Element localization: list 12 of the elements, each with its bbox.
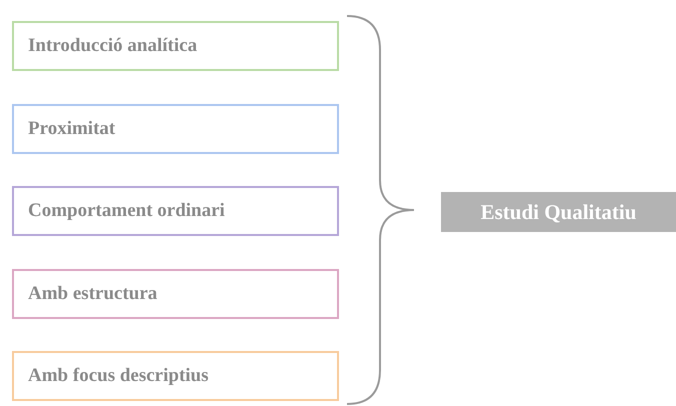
box-label: Amb estructura [28,283,158,305]
category-box [12,351,339,401]
result-box [441,192,676,232]
category-box [12,269,339,319]
box-label: Amb focus descriptius [28,365,209,387]
box-label: Comportament ordinari [28,200,225,222]
box-label: Proximitat [28,118,116,140]
category-box [12,21,339,71]
box-label: Estudi Qualitatiu [480,200,636,224]
category-box [12,104,339,154]
category-box [12,186,339,236]
box-label: Introducció analítica [28,35,198,57]
